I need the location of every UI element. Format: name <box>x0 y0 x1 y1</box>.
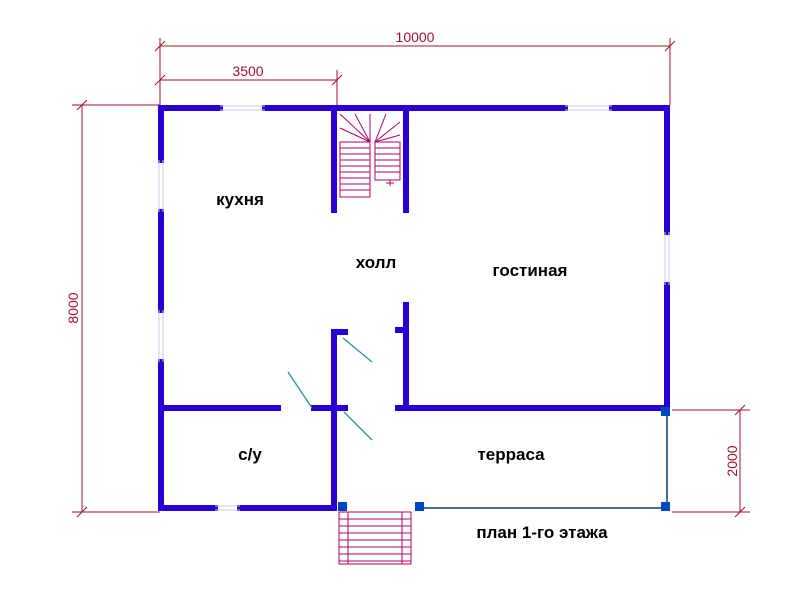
dimension-total-width <box>154 38 676 105</box>
dimension-kitchen-width <box>154 70 343 105</box>
entrance-steps <box>338 511 412 565</box>
dimension-total-width-label: 10000 <box>396 29 435 45</box>
room-label-living-room: гостиная <box>493 261 568 280</box>
room-label-bathroom: с/у <box>238 445 262 464</box>
windows <box>158 105 670 511</box>
room-label-terrace: терраса <box>477 445 545 464</box>
dimension-total-depth <box>72 99 160 518</box>
dimension-terrace-depth <box>672 404 750 518</box>
dimension-kitchen-width-label: 3500 <box>232 63 263 79</box>
dimension-total-depth-label: 8000 <box>65 292 81 323</box>
terrace-posts <box>338 407 670 511</box>
room-label-hall: холл <box>356 253 397 272</box>
room-label-kitchen: кухня <box>216 190 264 209</box>
door-swings <box>287 337 373 441</box>
interior-staircase <box>339 113 401 198</box>
walls <box>158 105 670 511</box>
terrace-railing <box>420 412 668 509</box>
plan-title: план 1-го этажа <box>476 523 608 542</box>
dimension-terrace-depth-label: 2000 <box>724 445 740 476</box>
